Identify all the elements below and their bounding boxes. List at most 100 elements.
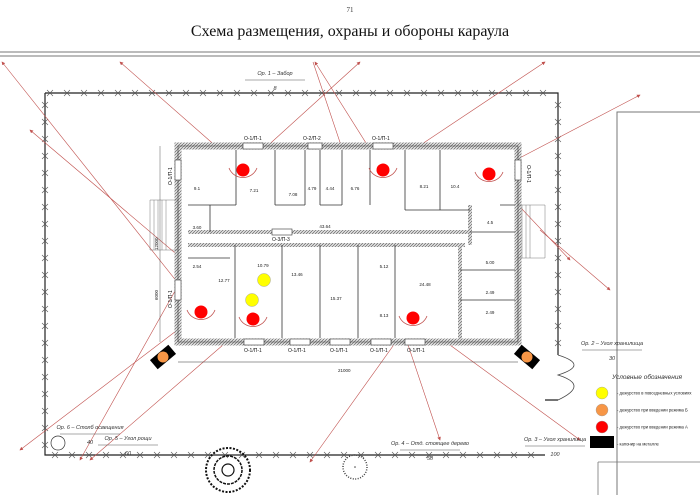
room-area-label: 15.37 — [330, 296, 342, 301]
room-area-label: 9.1 — [194, 186, 201, 191]
legend-item: - дежурство при введении режима А — [595, 420, 688, 434]
room-area-label: 5.00 — [486, 260, 495, 265]
svg-text:40: 40 — [87, 440, 94, 446]
room-area-label: 24.48 — [419, 282, 431, 287]
legend-item: - капонир на металле — [590, 436, 660, 448]
dimension-width: 12000 — [154, 237, 159, 250]
observation-arc — [228, 167, 258, 179]
svg-text:Ор. 4 – Отд. стоящее дерево: Ор. 4 – Отд. стоящее дерево — [391, 441, 469, 447]
window-label-top-1: О-1/П-1 — [244, 136, 262, 142]
room-area-label: 10.4 — [451, 184, 460, 189]
room-area-label: 10.79 — [257, 263, 269, 268]
landmark-label: Ор. 4 – Отд. стоящее дерево 50 — [391, 441, 469, 462]
room-area-label: 2.49 — [486, 290, 495, 295]
post-daily-duty — [257, 273, 271, 287]
legend-swatch — [590, 436, 614, 448]
dimension-length: 21000 — [338, 368, 351, 373]
building-plan: О-1/П-1 О-2/П-2 О-1/П-1 О-3/П-3 О-1/П-1 … — [149, 136, 546, 373]
post-daily-duty — [245, 293, 259, 307]
window-label-left-1: О-1/П-1 — [168, 167, 174, 185]
room-area-label: 7.21 — [250, 188, 259, 193]
svg-text:Ор. 3 – Угол хранилища: Ор. 3 – Угол хранилища — [524, 437, 586, 443]
standalone-tree-icon — [342, 454, 368, 480]
room-area-label: 13.46 — [291, 272, 303, 277]
caponier-right — [513, 344, 541, 370]
room-area-label: 7.08 — [289, 192, 298, 197]
top-border — [0, 51, 700, 57]
dimension-half-width: 6000 — [154, 289, 159, 300]
room-area-label: 4.44 — [326, 186, 335, 191]
landmark-label: Ор. 6 – Столб освещения 40 — [56, 425, 123, 446]
room-area-label: 43.64 — [319, 224, 331, 229]
room-area-label: 6.76 — [351, 186, 360, 191]
observation-arc — [186, 309, 216, 321]
post-regime-a — [236, 163, 250, 177]
gate — [556, 354, 575, 401]
legend-title: Условные обозначения — [611, 373, 682, 381]
legend: Условные обозначения - дежурство в повсе… — [590, 373, 692, 448]
observation-arc — [474, 171, 504, 183]
svg-text:Ор. 2 – Угол хранилища: Ор. 2 – Угол хранилища — [581, 341, 643, 347]
room-area-label: 5.12 — [380, 264, 389, 269]
storage-corner — [597, 461, 700, 495]
window-label-bottom-1: О-1/П-1 — [244, 348, 262, 354]
observation-arc — [398, 315, 428, 327]
window-label-left-2: О-1/П-1 — [168, 290, 174, 308]
svg-text:- дежурство в повседневных усл: - дежурство в повседневных условиях — [617, 391, 692, 396]
post-regime-a — [376, 163, 390, 177]
window-label-bottom-2: О-1/П-1 — [288, 348, 306, 354]
svg-text:Ор. 6 – Столб освещения: Ор. 6 – Столб освещения — [56, 425, 123, 431]
svg-text:60: 60 — [125, 451, 132, 457]
sector-line — [19, 311, 202, 451]
svg-text:- дежурство при введении режим: - дежурство при введении режима А — [617, 425, 688, 430]
window-label-bottom-4: О-1/П-1 — [370, 348, 388, 354]
svg-text:- капонир на металле: - капонир на металле — [617, 442, 660, 447]
grove-tree-icon — [205, 447, 251, 493]
landmark-label: Ор. 5 – Угол рощи 60 — [98, 436, 158, 457]
window-label-mid: О-3/П-3 — [272, 237, 290, 243]
window-label-bottom-5: О-1/П-1 — [407, 348, 425, 354]
svg-text:50: 50 — [427, 456, 434, 462]
page-title: Схема размещения, охраны и обороны карау… — [190, 23, 510, 40]
room-area-label: 2.54 — [193, 264, 202, 269]
landmark-label: Ор. 1 – Забор 8 — [245, 71, 305, 92]
post-regime-a — [246, 312, 260, 326]
svg-text:Ор. 5 – Угол рощи: Ор. 5 – Угол рощи — [104, 436, 151, 442]
sector-line — [262, 61, 361, 151]
post-regime-a — [406, 311, 420, 325]
window-label-top-2: О-2/П-2 — [303, 136, 321, 142]
room-area-label: 8.13 — [380, 313, 389, 318]
room-area-label: 3.60 — [193, 225, 202, 230]
sector-line — [539, 229, 611, 291]
observation-arc — [238, 316, 268, 328]
post-regime-a — [482, 167, 496, 181]
page-number: 71 — [346, 6, 354, 14]
post-regime-a — [194, 305, 208, 319]
room-area-label: 12.77 — [218, 278, 230, 283]
storage-building-outline — [616, 111, 700, 495]
fence — [41, 89, 562, 459]
svg-text:30: 30 — [609, 356, 616, 362]
observation-arc — [368, 167, 398, 179]
room-area-label: 2.49 — [486, 310, 495, 315]
room-area-label: 4.79 — [308, 186, 317, 191]
svg-text:8: 8 — [273, 86, 277, 92]
legend-swatch — [595, 386, 609, 400]
legend-item: - дежурство при введении режима Б — [595, 403, 688, 417]
landmark-label: Ор. 2 – Угол хранилища 30 — [581, 341, 643, 362]
window-label-bottom-3: О-1/П-1 — [330, 348, 348, 354]
legend-swatch — [595, 403, 609, 417]
lighting-pole — [50, 435, 66, 451]
caponier-left — [149, 344, 177, 370]
room-area-label: 4.5 — [487, 220, 494, 225]
legend-swatch — [595, 420, 609, 434]
legend-item: - дежурство в повседневных условиях — [595, 386, 692, 400]
window-label-right-1: О-1/П-1 — [525, 165, 531, 183]
svg-text:Ор. 1 – Забор: Ор. 1 – Забор — [257, 71, 292, 77]
window-label-top-3: О-1/П-1 — [372, 136, 390, 142]
svg-text:- дежурство при введении режим: - дежурство при введении режима Б — [617, 408, 688, 413]
room-area-label: 8.21 — [420, 184, 429, 189]
sector-line — [1, 61, 202, 313]
